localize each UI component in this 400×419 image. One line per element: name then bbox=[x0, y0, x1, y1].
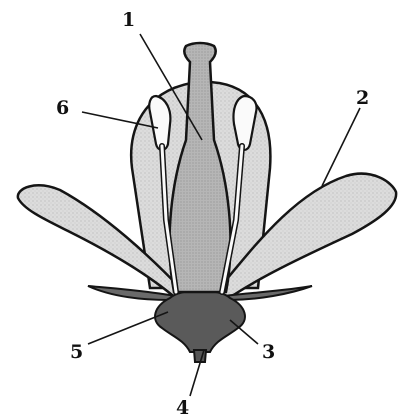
label-2: 2 bbox=[356, 87, 369, 109]
label-3: 3 bbox=[262, 341, 275, 363]
label-5: 5 bbox=[70, 341, 83, 363]
label-1: 1 bbox=[122, 9, 135, 31]
leader-line-5 bbox=[88, 312, 168, 344]
label-4: 4 bbox=[176, 397, 189, 419]
pistil bbox=[170, 43, 231, 292]
label-6: 6 bbox=[56, 97, 69, 119]
